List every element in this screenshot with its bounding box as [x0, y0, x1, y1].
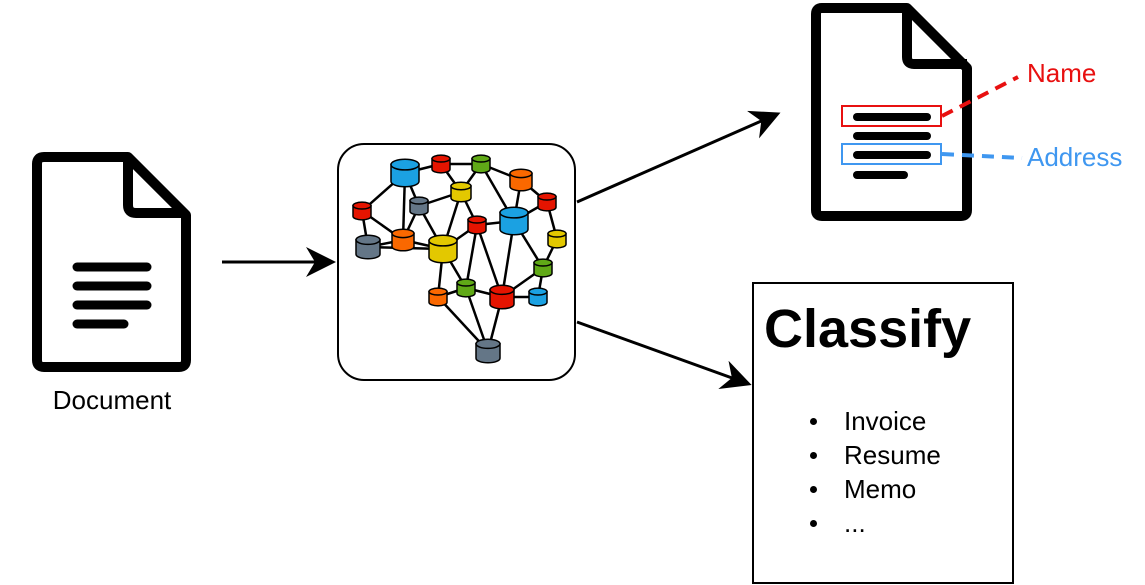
database-node-icon — [390, 158, 420, 188]
database-node-icon — [428, 234, 458, 264]
network-edge — [464, 224, 479, 289]
document-label: Document — [52, 385, 172, 415]
database-node-icon — [475, 338, 501, 364]
database-node-icon — [450, 181, 472, 203]
database-node-icon — [409, 196, 429, 216]
list-item: ... — [810, 506, 941, 540]
database-node-icon — [537, 192, 557, 212]
model-box — [337, 143, 576, 381]
list-item: Resume — [810, 438, 941, 472]
arrow-model-to-extraction — [576, 110, 781, 204]
database-node-icon — [456, 278, 476, 298]
database-node-icon — [547, 229, 567, 249]
name-highlight-box — [841, 105, 942, 127]
classify-title: Classify — [764, 299, 972, 359]
arrow-model-to-classify — [576, 320, 752, 389]
database-node-icon — [499, 206, 529, 236]
classify-box: Classify Invoice Resume Memo ... — [752, 282, 1014, 584]
address-callout-line — [941, 152, 1023, 160]
name-callout-line — [941, 75, 1019, 118]
address-highlight-box — [841, 143, 942, 165]
database-node-icon — [471, 154, 491, 174]
database-node-icon — [533, 258, 553, 278]
classify-list: Invoice Resume Memo ... — [810, 404, 941, 540]
input-document-icon — [32, 152, 191, 372]
database-node-icon — [509, 168, 533, 192]
database-node-icon — [355, 234, 381, 260]
neural-network-icon — [352, 154, 567, 364]
list-item: Invoice — [810, 404, 941, 438]
name-field-label: Name — [1027, 58, 1097, 88]
database-node-icon — [428, 287, 448, 307]
output-document-icon — [811, 3, 972, 221]
address-field-label: Address — [1027, 142, 1123, 172]
database-node-icon — [489, 284, 515, 310]
database-node-icon — [352, 201, 372, 221]
database-node-icon — [528, 287, 548, 307]
database-node-icon — [431, 154, 451, 174]
database-node-icon — [467, 215, 487, 235]
list-item: Memo — [810, 472, 941, 506]
database-node-icon — [391, 228, 415, 252]
